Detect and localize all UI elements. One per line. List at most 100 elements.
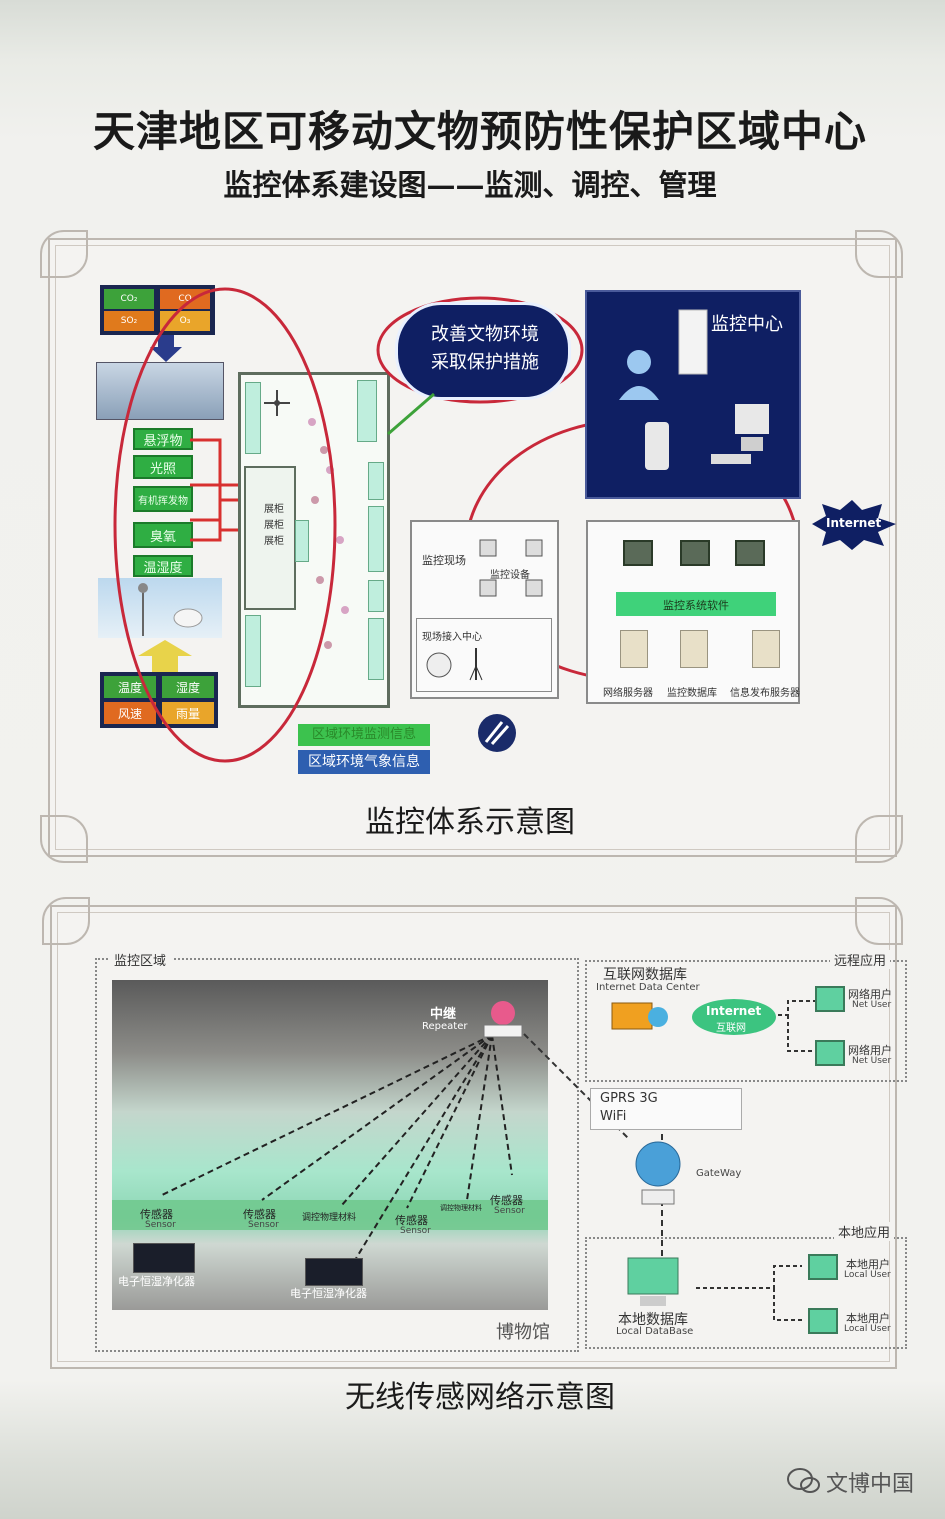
gprs-line2: WiFi [600,1109,627,1124]
weather-tile-rain: 雨量 [162,702,214,724]
purifier-label: 电子恒湿净化器 [118,1275,195,1288]
monitor-center-label: 监控中心 [711,314,783,335]
weather-tile-humidity: 湿度 [162,676,214,698]
client-monitor-icon [680,540,710,566]
floor-plan-showcase [368,618,384,680]
gas-sensor-co2: CO₂ [104,289,154,309]
software-label: 监控系统软件 [663,599,729,612]
showcase-label: 展柜 [264,504,284,515]
sensor-connector-lines [190,438,242,542]
corner-ornament-icon [855,230,903,278]
env-item-light: 光照 [133,455,193,479]
sensor-cn-label: 传感器 [490,1194,523,1207]
sensor-markers [308,418,349,649]
cloud-text-line1: 改善文物环境 [431,324,539,345]
internet-cloud-icon [692,999,776,1035]
zone-label: 监控区域 [108,950,173,969]
data-logger-device [96,362,224,420]
internet-db-en-label: Internet Data Center [596,982,700,993]
local-connectors [696,1265,802,1321]
highlight-ellipse-left [113,287,337,763]
internet-dc-frame [585,960,907,1082]
remote-connectors [778,1000,816,1052]
weather-tile-grid: 温度 湿度 风速 雨量 [100,672,218,728]
compass-icon [264,390,290,416]
gprs-line1: GPRS 3G [600,1091,658,1106]
server-icon [680,630,708,668]
material-label: 调控物理材料 [440,1204,482,1212]
net-user-monitor-icon [815,1040,845,1066]
sensor-en-label: Sensor [400,1226,431,1236]
antenna-icon [469,648,483,681]
server-icon [620,630,648,668]
thought-cloud [395,302,571,400]
repeater-en-label: Repeater [422,1021,468,1032]
cloud-connector [387,392,435,436]
museum-display-counter [112,1200,548,1230]
local-db-cn-label: 本地数据库 [618,1312,688,1328]
gas-sensor-grid: CO₂ CO SO₂ O₃ [100,285,215,335]
corner-ornament-icon [42,897,90,945]
page-title: 天津地区可移动文物预防性保护区域中心 [92,107,867,156]
local-user-monitor-icon [808,1308,838,1334]
server-label: 网络服务器 [603,688,653,699]
local-user-monitor-icon [808,1254,838,1280]
corner-ornament-icon [855,815,903,863]
sensor-en-label: Sensor [248,1220,279,1230]
local-user-en-label: Local User [844,1324,891,1334]
legend-weather: 区域环境气象信息 [298,750,430,774]
net-user-en-label: Net User [852,1000,892,1010]
access-box [416,618,552,692]
local-user-cn-label: 本地用户 [846,1258,890,1271]
device-icons [479,539,543,597]
legend-monitoring: 区域环境监测信息 [298,724,430,746]
corner-ornament-icon [40,815,88,863]
repeater-cn-label: 中继 [430,1007,457,1022]
down-arrow-icon [150,335,182,362]
floor-plan-inner-room: 展柜 展柜 展柜 [244,466,296,610]
floor-plan-showcase [357,380,377,442]
panel1-caption: 监控体系示意图 [365,805,575,840]
sensor-en-label: Sensor [145,1220,176,1230]
env-item-ozone: 臭氧 [133,522,193,548]
floor-plan-showcase [245,615,261,687]
signal-lines [161,1034,513,1266]
software-bar [616,592,776,616]
purifier-label: 电子恒湿净化器 [290,1287,367,1300]
watermark-text: 文博中国 [826,1472,915,1497]
server-label: 监控数据库 [667,688,717,699]
internet-db-cn-label: 互联网数据库 [603,967,687,983]
floor-plan-showcase [368,462,384,500]
page-subtitle: 监控体系建设图——监测、调控、管理 [223,168,717,202]
internet-label: Internet [826,516,882,530]
database-server-icon [611,1002,668,1030]
floor-plan-showcase [245,382,261,454]
gprs-box [590,1088,742,1130]
material-label: 调控物理材料 [302,1213,357,1223]
net-user-cn-label: 网络用户 [848,988,892,1001]
env-item-suspended-particles: 悬浮物 [133,428,193,450]
router-icon [426,652,452,678]
up-arrow-icon [138,640,192,673]
net-user-monitor-icon [815,986,845,1012]
floor-plan-showcase [368,580,384,612]
floor-plan-showcase [295,520,309,562]
local-user-en-label: Local User [844,1270,891,1280]
monitor-center-box: 监控中心 [585,290,801,499]
panel2-caption: 无线传感网络示意图 [345,1380,615,1415]
server-icon [752,630,780,668]
local-app-label: 本地应用 [834,1222,895,1241]
net-user-cn-label: 网络用户 [848,1044,892,1057]
env-item-voc: 有机挥发物 [133,486,193,512]
gas-sensor-co: CO [160,289,210,309]
local-user-cn-label: 本地用户 [846,1312,890,1325]
logo-icon [478,714,516,752]
gas-sensor-so2: SO₂ [104,311,154,331]
sensor-en-label: Sensor [494,1206,525,1216]
cloud-text-line2: 采取保护措施 [431,352,539,373]
remote-app-label: 远程应用 [830,950,891,969]
sensor-cn-label: 传感器 [395,1214,428,1227]
client-monitor-icon [623,540,653,566]
repeater-icon [483,1001,523,1038]
weather-station-icon [138,583,203,636]
